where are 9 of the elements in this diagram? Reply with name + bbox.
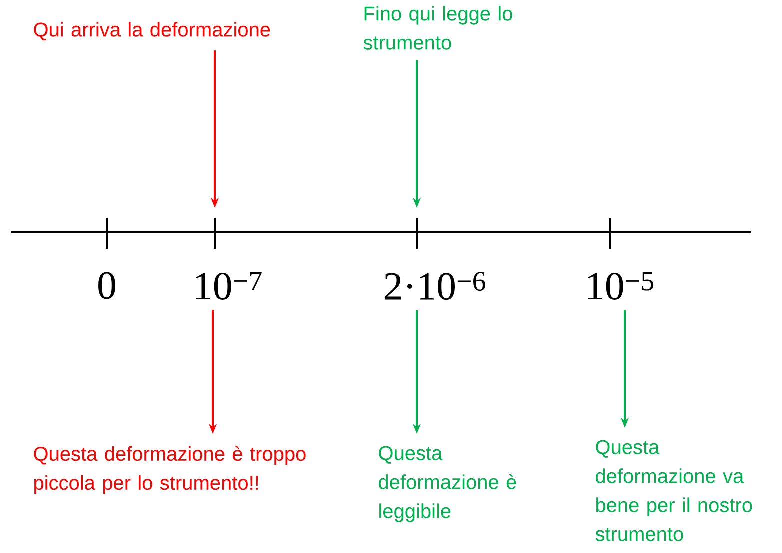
annotation-text: Fino qui legge lo strumento	[364, 6, 512, 50]
tick-label: 2·10$^{−6}$	[384, 272, 486, 300]
annotation-text: Questa deformazione è troppo piccola per lo strumento!!	[34, 446, 306, 494]
annotation-text: Questa deformazione va bene per il nostro strumento	[596, 440, 752, 542]
tick-label: 10$^{−7}$	[196, 272, 262, 300]
annotation-text: Questa deformazione è leggibile	[379, 446, 516, 522]
tick-label: 10$^{−5}$	[588, 272, 654, 300]
annotation-text: Qui arriva la deformazione	[34, 22, 270, 40]
tick-label: 0	[98, 272, 116, 300]
